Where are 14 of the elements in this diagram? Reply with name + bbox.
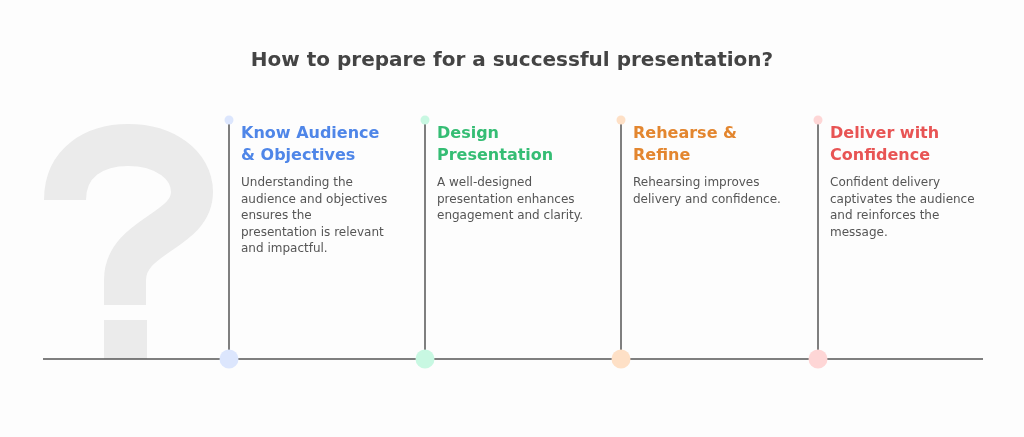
- step-description: Rehearsing improves delivery and confidence.: [633, 174, 781, 207]
- timeline-connector: [42, 358, 220, 360]
- step-description: Understanding the audience and objectives ensures the presentation is relevant and impactful.: [241, 174, 389, 257]
- step-description: A well-designed presentation enhances engagement and clarity.: [437, 174, 584, 224]
- step-description: Confident delivery captivates the audience and reinforces the message.: [830, 174, 976, 240]
- timeline-connector: [388, 358, 416, 360]
- timeline-connector: [584, 358, 612, 360]
- step-heading: Know Audience & Objectives: [241, 122, 381, 166]
- step-heading: Rehearse & Refine: [633, 122, 738, 166]
- step-heading: Design Presentation: [437, 122, 555, 166]
- timeline-connector: [977, 358, 984, 360]
- timeline-connector: [780, 358, 809, 360]
- step-heading: Deliver with Confidence: [830, 122, 941, 166]
- title: How to prepare for a successful presentation?: [249, 47, 775, 71]
